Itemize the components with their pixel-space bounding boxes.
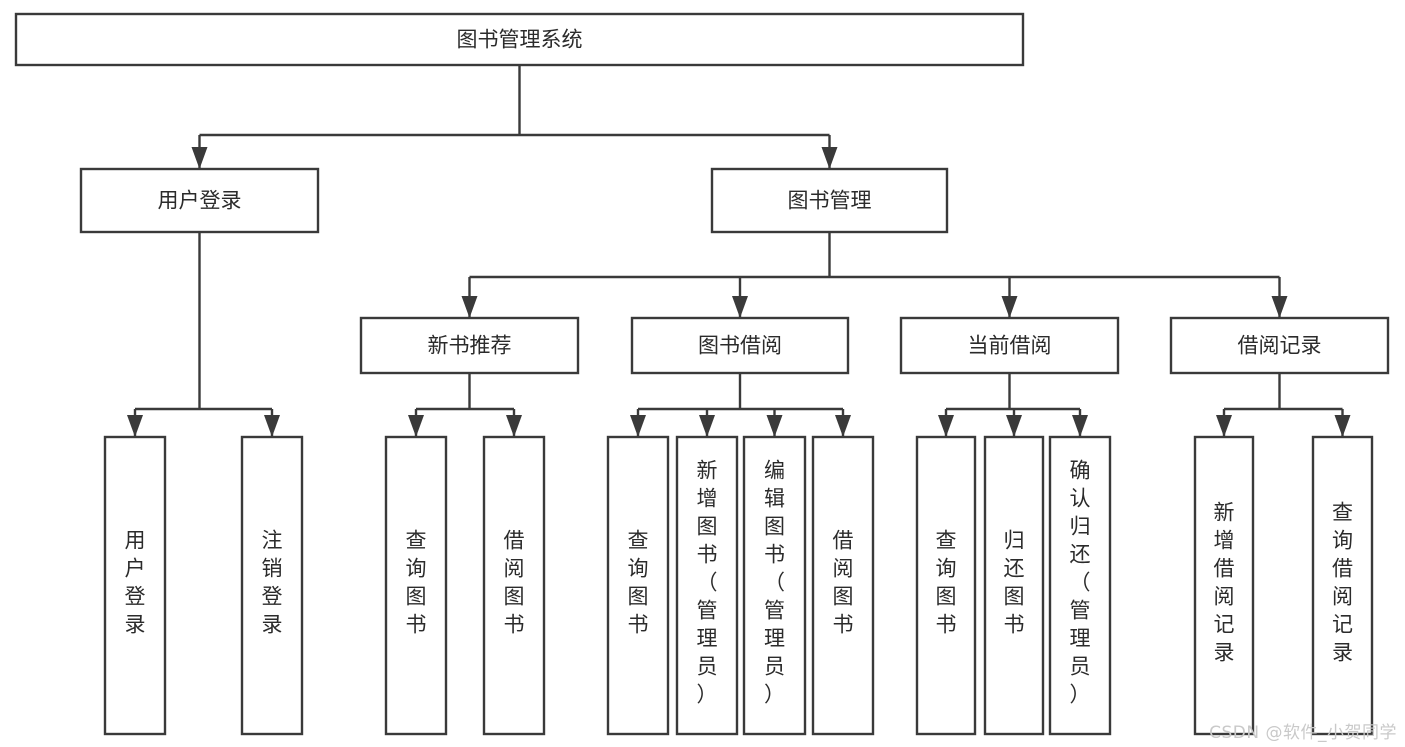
level3-node-1[interactable]: 新书推荐 <box>359 316 580 375</box>
leaf-node-box[interactable] <box>103 435 167 736</box>
level3-node-label: 图书借阅 <box>698 334 782 358</box>
leaf-node-label: 用户登录 <box>125 529 146 637</box>
current-borrow-to-leaves-arrowhead-3 <box>1072 415 1088 437</box>
leaf-node-13[interactable]: 查询借阅记录 <box>1311 435 1374 736</box>
book-mgmt-to-level3-arrowhead-2 <box>732 296 748 318</box>
leaf-node-box[interactable] <box>1193 435 1255 736</box>
leaf-node-6[interactable]: 新增图书（管理员） <box>675 435 739 736</box>
book-borrow-to-leaves-arrowhead-3 <box>766 415 783 437</box>
leaf-node-9[interactable]: 查询图书 <box>915 435 977 736</box>
level3-node-label: 新书推荐 <box>428 334 512 358</box>
leaf-node-4[interactable]: 借阅图书 <box>482 435 546 736</box>
book-mgmt-to-level3-arrowhead-4 <box>1271 296 1288 318</box>
root-node-1[interactable]: 图书管理系统 <box>14 12 1025 67</box>
level3-node-box[interactable] <box>899 316 1120 375</box>
borrow-record-to-leaves-arrowhead-2 <box>1334 415 1351 437</box>
leaf-node-12[interactable]: 新增借阅记录 <box>1193 435 1255 736</box>
leaf-node-label: 查询图书 <box>628 529 649 637</box>
level3-node-3[interactable]: 当前借阅 <box>899 316 1120 375</box>
book-borrow-to-leaves-arrowhead-1 <box>630 415 646 437</box>
level3-node-label: 借阅记录 <box>1238 334 1322 358</box>
leaf-node-label: 新增借阅记录 <box>1214 501 1235 665</box>
leaf-node-11[interactable]: 确认归还（管理员） <box>1048 435 1112 736</box>
level2-node-2[interactable]: 图书管理 <box>710 167 949 234</box>
leaf-node-label: 查询借阅记录 <box>1332 501 1353 665</box>
leaf-node-box[interactable] <box>240 435 304 736</box>
root-node-box[interactable] <box>14 12 1025 67</box>
leaf-node-box[interactable] <box>742 435 807 736</box>
connector-layer <box>127 65 1351 437</box>
leaf-node-label: 编辑图书（管理员） <box>764 459 785 707</box>
leaf-node-label: 确认归还（管理员） <box>1070 459 1091 707</box>
level2-node-1[interactable]: 用户登录 <box>79 167 320 234</box>
book-borrow-to-leaves-arrowhead-2 <box>699 415 715 437</box>
book-borrow-to-leaves-arrowhead-4 <box>835 415 851 437</box>
leaf-node-label: 注销登录 <box>262 529 283 637</box>
leaf-node-label: 新增图书（管理员） <box>697 459 718 707</box>
leaf-node-box[interactable] <box>384 435 448 736</box>
user-login-to-leaves-arrowhead-1 <box>127 415 143 437</box>
level2-node-box[interactable] <box>710 167 949 234</box>
leaf-node-1[interactable]: 用户登录 <box>103 435 167 736</box>
user-login-to-leaves-arrowhead-2 <box>264 415 280 437</box>
leaf-node-10[interactable]: 归还图书 <box>983 435 1045 736</box>
leaf-node-label: 借阅图书 <box>833 529 854 637</box>
root-to-level2-arrowhead-2 <box>821 147 838 169</box>
leaf-node-box[interactable] <box>482 435 546 736</box>
level3-node-box[interactable] <box>630 316 850 375</box>
level2-node-box[interactable] <box>79 167 320 234</box>
leaf-node-box[interactable] <box>606 435 670 736</box>
level3-node-2[interactable]: 图书借阅 <box>630 316 850 375</box>
leaf-node-box[interactable] <box>675 435 739 736</box>
leaf-node-5[interactable]: 查询图书 <box>606 435 670 736</box>
leaf-node-label: 查询图书 <box>936 529 957 637</box>
leaf-node-2[interactable]: 注销登录 <box>240 435 304 736</box>
leaf-node-box[interactable] <box>811 435 875 736</box>
leaf-node-7[interactable]: 编辑图书（管理员） <box>742 435 807 736</box>
level2-node-label: 图书管理 <box>788 189 872 213</box>
leaf-node-8[interactable]: 借阅图书 <box>811 435 875 736</box>
leaf-node-box[interactable] <box>915 435 977 736</box>
level2-node-label: 用户登录 <box>158 189 242 213</box>
root-to-level2-arrowhead-1 <box>191 147 208 169</box>
leaf-node-label: 归还图书 <box>1004 529 1025 637</box>
leaf-node-box[interactable] <box>1311 435 1374 736</box>
current-borrow-to-leaves-arrowhead-1 <box>938 415 954 437</box>
book-mgmt-to-level3-arrowhead-3 <box>1001 296 1018 318</box>
leaf-node-label: 借阅图书 <box>504 529 525 637</box>
borrow-record-to-leaves-arrowhead-1 <box>1216 415 1232 437</box>
leaf-node-3[interactable]: 查询图书 <box>384 435 448 736</box>
leaf-node-box[interactable] <box>983 435 1045 736</box>
level3-node-label: 当前借阅 <box>968 334 1052 358</box>
leaf-node-box[interactable] <box>1048 435 1112 736</box>
current-borrow-to-leaves-arrowhead-2 <box>1006 415 1022 437</box>
leaf-node-label: 查询图书 <box>406 529 427 637</box>
level3-node-box[interactable] <box>1169 316 1390 375</box>
root-node-label: 图书管理系统 <box>457 28 583 52</box>
node-layer: 图书管理系统用户登录图书管理新书推荐图书借阅当前借阅借阅记录用户登录注销登录查询… <box>14 12 1390 736</box>
new-book-to-leaves-arrowhead-2 <box>506 415 522 437</box>
new-book-to-leaves-arrowhead-1 <box>408 415 424 437</box>
book-mgmt-to-level3-arrowhead-1 <box>461 296 478 318</box>
level3-node-box[interactable] <box>359 316 580 375</box>
level3-node-4[interactable]: 借阅记录 <box>1169 316 1390 375</box>
